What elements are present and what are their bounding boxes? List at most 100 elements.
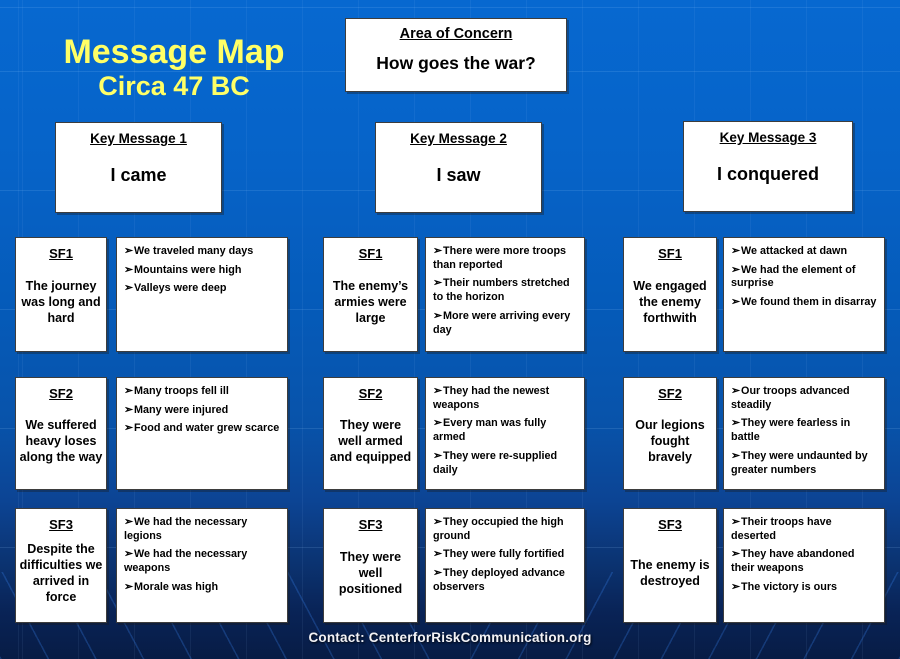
bullet-item: ➢They were undaunted by greater numbers bbox=[731, 450, 879, 477]
sf-label: SF3 bbox=[49, 517, 73, 532]
sf-box-col3-row2: SF2 Our legions fought bravely bbox=[623, 377, 717, 490]
bullet-text: We attacked at dawn bbox=[741, 245, 848, 257]
key-message-2-box: Key Message 2 I saw bbox=[375, 122, 542, 213]
arrow-bullet-icon: ➢ bbox=[124, 245, 134, 257]
bullet-text: Many troops fell ill bbox=[134, 385, 229, 397]
key-message-3-heading: Key Message 3 bbox=[719, 130, 817, 145]
bullet-text: They deployed advance observers bbox=[433, 567, 565, 593]
key-message-1-heading: Key Message 1 bbox=[90, 131, 187, 146]
bullet-text: Every man was fully armed bbox=[433, 417, 547, 444]
arrow-bullet-icon: ➢ bbox=[433, 567, 443, 580]
sf-statement: The journey was long and hard bbox=[21, 279, 101, 325]
bullet-item: ➢They had the newest weapons bbox=[433, 385, 579, 412]
bullet-text: They were fearless in battle bbox=[731, 417, 851, 444]
bullet-text: Valleys were deep bbox=[134, 282, 227, 295]
arrow-bullet-icon: ➢ bbox=[433, 385, 443, 397]
arrow-bullet-icon: ➢ bbox=[124, 385, 134, 397]
arrow-bullet-icon: ➢ bbox=[124, 263, 134, 276]
arrow-bullet-icon: ➢ bbox=[731, 580, 741, 593]
sf-box-col2-row2: SF2 They were well armed and equipped bbox=[323, 377, 418, 490]
arrow-bullet-icon: ➢ bbox=[731, 417, 741, 430]
bullet-text: Mountains were high bbox=[134, 263, 242, 276]
bullet-item: ➢They were re-supplied daily bbox=[433, 450, 579, 477]
arrow-bullet-icon: ➢ bbox=[124, 516, 134, 528]
key-message-3-box: Key Message 3 I conquered bbox=[683, 121, 853, 212]
bullet-item: ➢We traveled many days bbox=[124, 245, 253, 259]
bullet-box-col1-row3: ➢We had the necessary legions ➢We had th… bbox=[116, 508, 288, 623]
bullet-text: They were fully fortified bbox=[443, 548, 565, 561]
arrow-bullet-icon: ➢ bbox=[433, 449, 443, 462]
sf-statement: They were well positioned bbox=[338, 550, 403, 596]
arrow-bullet-icon: ➢ bbox=[124, 403, 134, 416]
bullet-text: We had the element of surprise bbox=[731, 263, 856, 290]
sf-label: SF1 bbox=[358, 246, 383, 261]
bullet-text: They were re-supplied daily bbox=[433, 449, 558, 476]
bullet-text: Their numbers stretched to the horizon bbox=[433, 277, 570, 304]
bullet-item: ➢Their troops have deserted bbox=[731, 516, 879, 543]
bullet-item: ➢They were fully fortified bbox=[433, 548, 564, 562]
key-message-2-heading: Key Message 2 bbox=[410, 131, 507, 146]
key-message-3-text: I conquered bbox=[716, 163, 819, 184]
sf-label: SF2 bbox=[49, 386, 73, 401]
bullet-text: Morale was high bbox=[134, 580, 219, 593]
bullet-text: We had the necessary legions bbox=[124, 516, 248, 542]
arrow-bullet-icon: ➢ bbox=[731, 245, 741, 257]
sf-box-col2-row3: SF3 They were well positioned bbox=[323, 508, 418, 623]
sf-statement: Our legions fought bravely bbox=[635, 418, 705, 464]
bullet-box-col2-row3: ➢They occupied the high ground ➢They wer… bbox=[425, 508, 585, 623]
arrow-bullet-icon: ➢ bbox=[433, 245, 443, 257]
bullet-box-col3-row1: ➢We attacked at dawn ➢We had the element… bbox=[723, 237, 885, 352]
arrow-bullet-icon: ➢ bbox=[124, 282, 134, 295]
bullet-item: ➢The victory is ours bbox=[731, 581, 837, 595]
area-of-concern-box: Area of Concern How goes the war? bbox=[345, 18, 567, 92]
bullet-item: ➢We found them in disarray bbox=[731, 296, 876, 310]
sf-box-col3-row3: SF3 The enemy is destroyed bbox=[623, 508, 717, 623]
bullet-text: Many were injured bbox=[134, 403, 229, 416]
bullet-item: ➢They occupied the high ground bbox=[433, 516, 579, 543]
key-message-1-box: Key Message 1 I came bbox=[55, 122, 222, 213]
sf-statement: The enemy is destroyed bbox=[630, 558, 710, 588]
bullet-item: ➢Their numbers stretched to the horizon bbox=[433, 277, 579, 304]
arrow-bullet-icon: ➢ bbox=[433, 548, 443, 561]
bullet-text: We traveled many days bbox=[134, 245, 254, 257]
area-of-concern-question: How goes the war? bbox=[376, 52, 536, 73]
title-line-1: Message Map bbox=[63, 33, 285, 71]
bullet-item: ➢We attacked at dawn bbox=[731, 245, 847, 259]
bullet-text: We had the necessary weapons bbox=[124, 548, 248, 575]
arrow-bullet-icon: ➢ bbox=[731, 548, 741, 561]
title-line-2: Circa 47 BC bbox=[98, 71, 250, 101]
bullet-item: ➢We had the element of surprise bbox=[731, 264, 879, 291]
arrow-bullet-icon: ➢ bbox=[731, 263, 741, 276]
bullet-item: ➢We had the necessary legions bbox=[124, 516, 282, 543]
arrow-bullet-icon: ➢ bbox=[731, 516, 741, 528]
sf-label: SF2 bbox=[658, 386, 682, 401]
contact-footer: Contact: CenterforRiskCommunication.org bbox=[308, 630, 592, 645]
bullet-item: ➢There were more troops than reported bbox=[433, 245, 579, 272]
bullet-box-col3-row3: ➢Their troops have deserted ➢They have a… bbox=[723, 508, 885, 623]
slide-title: Message Map Circa 47 BC bbox=[38, 33, 310, 102]
bullet-item: ➢Many troops fell ill bbox=[124, 385, 229, 399]
bullet-text: The victory is ours bbox=[741, 580, 838, 593]
key-message-1-text: I came bbox=[110, 164, 167, 185]
arrow-bullet-icon: ➢ bbox=[433, 277, 443, 290]
arrow-bullet-icon: ➢ bbox=[433, 309, 443, 322]
arrow-bullet-icon: ➢ bbox=[124, 580, 134, 593]
sf-statement: We engaged the enemy forthwith bbox=[633, 279, 707, 325]
bullet-box-col1-row1: ➢We traveled many days ➢Mountains were h… bbox=[116, 237, 288, 352]
bullet-text: There were more troops than reported bbox=[433, 245, 567, 271]
bullet-item: ➢More were arriving every day bbox=[433, 310, 579, 337]
sf-label: SF3 bbox=[658, 517, 682, 532]
arrow-bullet-icon: ➢ bbox=[433, 417, 443, 430]
bullet-text: Our troops advanced steadily bbox=[731, 385, 850, 411]
arrow-bullet-icon: ➢ bbox=[731, 296, 741, 309]
sf-box-col1-row3: SF3 Despite the difficulties we arrived … bbox=[15, 508, 107, 623]
bullet-text: Food and water grew scarce bbox=[134, 422, 280, 435]
bullet-box-col2-row2: ➢They had the newest weapons ➢Every man … bbox=[425, 377, 585, 490]
sf-box-col1-row1: SF1 The journey was long and hard bbox=[15, 237, 107, 352]
key-message-2-text: I saw bbox=[436, 164, 481, 185]
sf-statement: Despite the difficulties we arrived in f… bbox=[19, 542, 103, 604]
bullet-text: Their troops have deserted bbox=[731, 516, 832, 542]
bullet-item: ➢We had the necessary weapons bbox=[124, 548, 282, 575]
arrow-bullet-icon: ➢ bbox=[433, 516, 443, 528]
bullet-item: ➢They have abandoned their weapons bbox=[731, 548, 879, 575]
